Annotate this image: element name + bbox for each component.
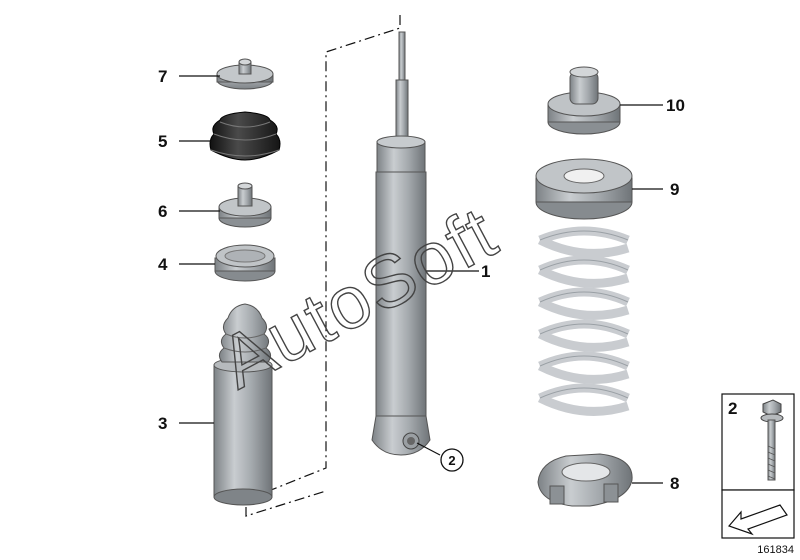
coil-spring-drawing bbox=[537, 226, 630, 416]
hex-bolt-drawing bbox=[760, 399, 784, 481]
shock-absorber-drawing bbox=[371, 31, 431, 456]
callout-1: 1 bbox=[481, 262, 490, 281]
support-plate-drawing bbox=[214, 244, 276, 282]
lower-spring-pad-drawing bbox=[537, 453, 633, 507]
arrow-icon bbox=[727, 504, 788, 536]
diagram-number: 161834 bbox=[757, 544, 794, 556]
callout-10: 10 bbox=[666, 96, 685, 115]
callout-5: 5 bbox=[158, 132, 167, 151]
callout-9: 9 bbox=[670, 180, 679, 199]
inset-panel bbox=[721, 393, 795, 539]
protection-cap-drawing bbox=[209, 111, 281, 161]
upper-support-washer-drawing bbox=[216, 58, 274, 90]
callout-7: 7 bbox=[158, 67, 167, 86]
additional-damper-drawing bbox=[547, 66, 621, 135]
upper-spring-pad-drawing bbox=[535, 158, 633, 220]
dust-cover-drawing bbox=[213, 303, 273, 506]
callout-8: 8 bbox=[670, 474, 679, 493]
callout-4: 4 bbox=[158, 255, 168, 274]
support-bearing-drawing bbox=[218, 182, 272, 228]
callout-6: 6 bbox=[158, 202, 167, 221]
inset-callout-2: 2 bbox=[728, 399, 737, 418]
callout-3: 3 bbox=[158, 414, 167, 433]
callout-2: 2 bbox=[448, 453, 455, 468]
assembly-bracket bbox=[245, 15, 401, 517]
